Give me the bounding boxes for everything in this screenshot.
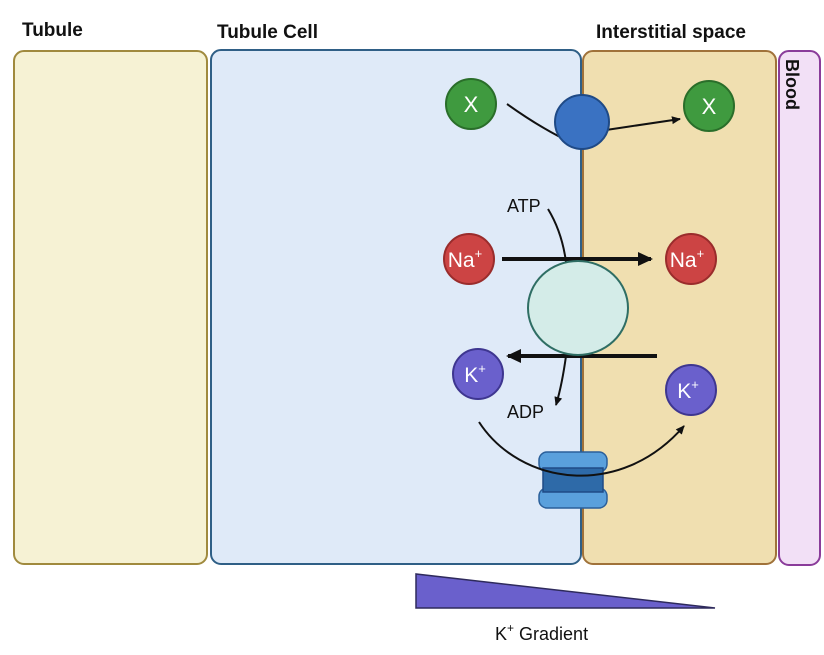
- x-molecule-interstitial: X: [683, 80, 735, 132]
- x-transporter-protein: [554, 94, 610, 150]
- adp-label: ADP: [507, 402, 544, 422]
- sodium-charge-superscript: +: [475, 246, 483, 261]
- adp-release-arrow: [554, 355, 567, 406]
- sodium-ion-label: Na+: [670, 246, 704, 272]
- sodium-ion-interstitial: Na+: [665, 233, 717, 285]
- potassium-ion-interstitial: K+: [665, 364, 717, 416]
- atp-label: ATP: [507, 196, 541, 216]
- potassium-gradient-label: K+ Gradient: [495, 621, 588, 644]
- x-molecule-intracellular: X: [445, 78, 497, 130]
- x-transport-arrow-in: [506, 103, 561, 138]
- tubule-title: Tubule: [22, 20, 83, 41]
- potassium-gradient-wedge: [415, 573, 716, 609]
- sodium-potassium-pump: [527, 260, 629, 356]
- sodium-charge-superscript: +: [697, 246, 705, 261]
- potassium-charge-superscript: +: [478, 361, 486, 376]
- x-molecule-label: X: [464, 92, 479, 117]
- potassium-channel: [538, 451, 608, 509]
- sodium-ion-intracellular: Na+: [443, 233, 495, 285]
- sodium-ion-label: Na+: [448, 246, 482, 272]
- potassium-ion-intracellular: K+: [452, 348, 504, 400]
- gradient-charge-superscript: +: [507, 621, 514, 635]
- blood-title: Blood: [782, 59, 802, 110]
- tubule-cell-compartment: [210, 49, 582, 565]
- potassium-charge-superscript: +: [691, 377, 699, 392]
- interstitial-space-title: Interstitial space: [596, 22, 746, 43]
- potassium-ion-label: K+: [464, 361, 486, 387]
- blood-compartment: [778, 50, 821, 566]
- x-molecule-label: X: [702, 94, 717, 119]
- x-transport-arrow-out: [605, 116, 681, 131]
- potassium-ion-label: K+: [677, 377, 699, 403]
- potassium-leak-arrow: [478, 421, 685, 477]
- tubule-cell-title: Tubule Cell: [217, 22, 318, 43]
- tubule-compartment: [13, 50, 208, 565]
